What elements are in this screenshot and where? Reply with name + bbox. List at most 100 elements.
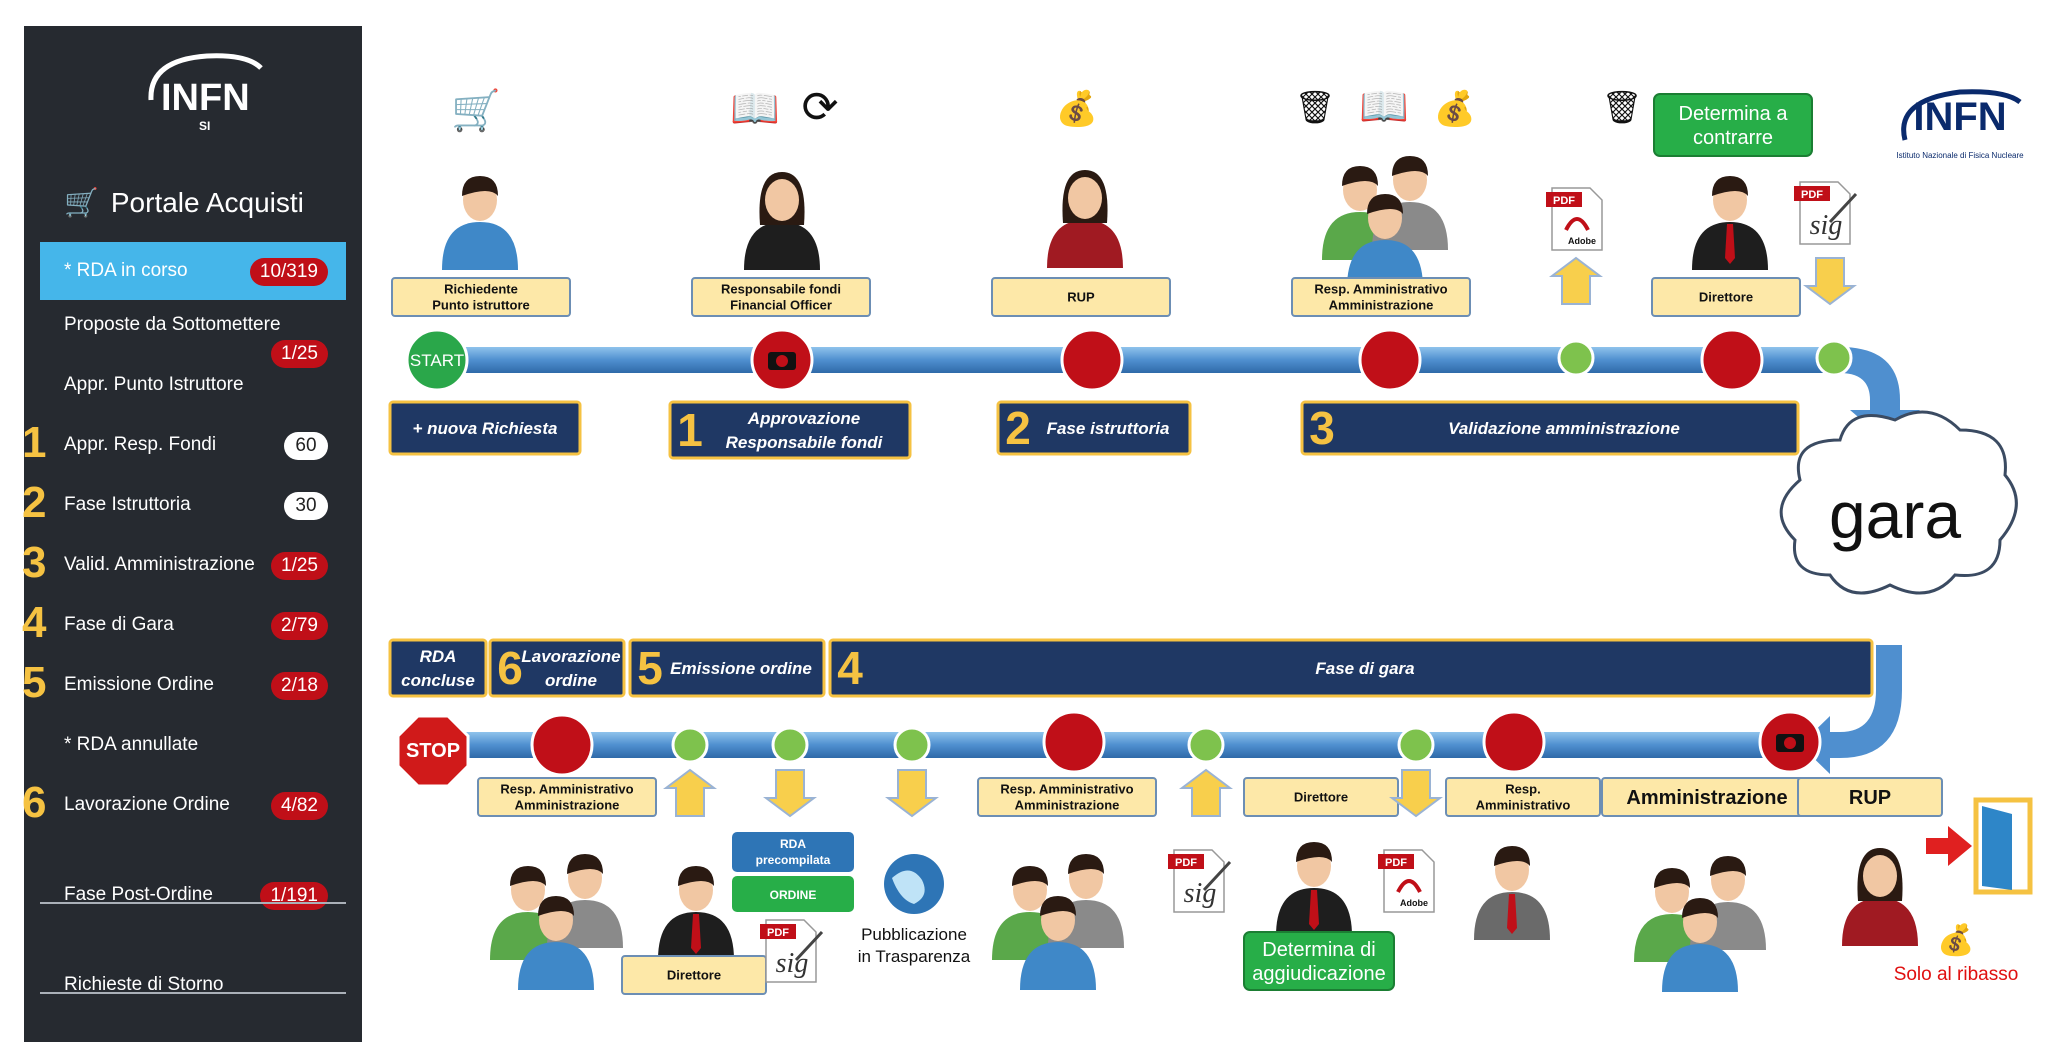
person-icon: [1347, 194, 1423, 288]
phase-label-line: Fase istruttoria: [1047, 419, 1170, 438]
sidebar-item-label: Fase Post-Ordine: [64, 884, 213, 905]
count-badge: 2/79: [271, 612, 328, 640]
count-badge: 4/82: [271, 792, 328, 820]
sidebar-item-label: * RDA annullate: [64, 734, 199, 755]
cloud-shape: [1779, 410, 2018, 595]
pdf-label: PDF: [1801, 189, 1823, 201]
green-label-line: aggiudicazione: [1252, 963, 1385, 985]
arrow-down-icon: [1803, 257, 1857, 306]
phase-box-top-1: + nuova Richiesta: [388, 400, 582, 456]
sidebar-item-label: Emissione Ordine: [64, 674, 214, 695]
step-node: [1358, 328, 1422, 392]
green-label-line: Determina a: [1679, 103, 1789, 125]
start-label: START: [410, 351, 464, 370]
step-node: [1042, 710, 1106, 774]
role-label-line: Direttore: [1699, 290, 1753, 305]
role-label-line: RUP: [1849, 787, 1891, 809]
gara-label: gara: [1829, 478, 1961, 552]
arrow-down-icon: [885, 769, 939, 818]
sidebar-item-4[interactable]: 1 Appr. Resp. Fondi 60: [22, 416, 362, 474]
mini-node: [671, 726, 709, 764]
pdf-label: PDF: [767, 927, 789, 939]
mini-node: [771, 726, 809, 764]
rda-label-line: RDA: [780, 837, 806, 851]
sidebar-item-3[interactable]: Appr. Punto Istruttore: [24, 356, 362, 414]
adobe-label: Adobe: [1400, 898, 1428, 908]
book-icon: 📖: [730, 87, 780, 131]
adobe-icon: [1396, 879, 1422, 893]
role-label-line: Punto istruttore: [432, 298, 530, 313]
pen-icon: [1828, 192, 1858, 224]
person-icon: [1020, 896, 1096, 990]
step-node: [1700, 328, 1764, 392]
sidebar-item-label: Valid. Amministrazione: [64, 554, 255, 575]
start-node: START: [405, 328, 469, 392]
book-icon: 📖: [1359, 85, 1409, 129]
sidebar-item-9[interactable]: * RDA annullate: [24, 716, 362, 774]
phase-label-line: ordine: [545, 671, 597, 690]
role-label-line: Resp. Amministrativo: [1314, 282, 1447, 297]
sidebar-item-11[interactable]: Fase Post-Ordine 1/191: [24, 866, 362, 924]
step-number: 2: [22, 478, 47, 527]
sidebar-item-label: Appr. Resp. Fondi: [64, 434, 217, 455]
refresh-icon: ⟳: [802, 83, 839, 132]
stop-sign: STOP: [396, 714, 470, 788]
role-label-line: Direttore: [667, 968, 721, 983]
ordine-box: ORDINE: [732, 876, 854, 912]
phase-number: 2: [1005, 402, 1031, 454]
count-badge: 1/191: [260, 882, 328, 910]
person-icon: [1842, 848, 1918, 946]
role-label-line: Amministrazione: [1626, 787, 1787, 809]
person-icon: [1662, 898, 1738, 992]
phase-label-line: + nuova Richiesta: [412, 419, 557, 438]
sidebar-title-text: Portale Acquisti: [110, 187, 304, 218]
sidebar-item-label: Lavorazione Ordine: [64, 794, 230, 815]
person-icon: [518, 896, 594, 990]
arrow-up-icon: [1179, 768, 1233, 817]
person-icon: [1474, 846, 1550, 940]
stop-label: STOP: [406, 740, 460, 762]
pen-icon: [794, 930, 824, 962]
green-label-line: Determina di: [1262, 939, 1375, 961]
phase-number: 6: [497, 642, 523, 694]
step-number: 1: [22, 418, 47, 467]
bottom-pipe: [420, 732, 1820, 758]
count-badge: 60: [284, 432, 328, 460]
phase-number: 3: [1309, 402, 1335, 454]
mini-node: [1815, 339, 1853, 377]
mini-node: [893, 726, 931, 764]
sidebar: INFN SI 🛒Portale Acquisti * RDA in corso…: [22, 26, 362, 1042]
adobe-icon: [1564, 217, 1590, 231]
red-arrow-icon: [1926, 826, 1972, 866]
sidebar-item-12[interactable]: Richieste di Storno: [24, 956, 362, 1014]
camera-node: [1758, 710, 1822, 774]
svg-text:SI: SI: [199, 119, 210, 133]
ordine-label: ORDINE: [770, 888, 817, 902]
role-label-line: Responsabile fondi: [721, 282, 841, 297]
money-bag-icon: 💰: [1434, 89, 1476, 129]
mini-node: [1397, 726, 1435, 764]
infn-si-logo: INFN SI: [148, 53, 263, 133]
person-icon: [442, 176, 518, 270]
role-label-line: Richiedente: [444, 282, 518, 297]
